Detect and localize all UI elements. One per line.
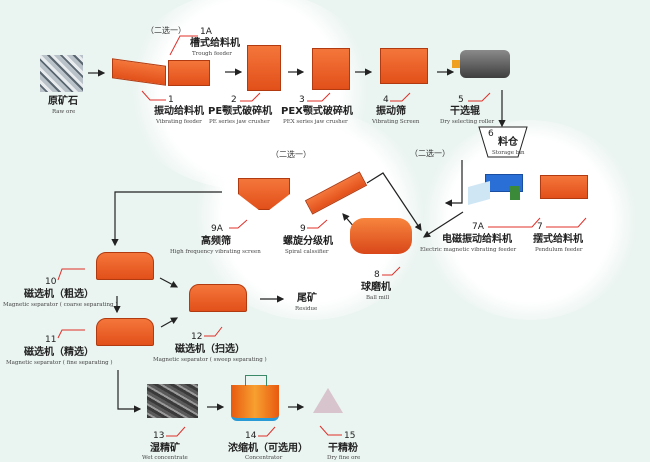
dry-fine-ore-en: Dry fine ore (327, 455, 361, 461)
node-number: 5 (458, 95, 464, 105)
magnetic-separator-fine (96, 318, 154, 346)
residue-label: 尾矿 (297, 293, 317, 304)
trough-feeder-label: 槽式给料机 (190, 38, 240, 49)
control-box (510, 186, 520, 200)
residue-en: Residue (295, 306, 318, 312)
high-frequency-screen-en: High frequency vibrating screen (170, 249, 261, 255)
roller-shaft (452, 60, 460, 68)
node-number: 9A (211, 224, 223, 234)
choice-label: （二选一） (146, 26, 186, 35)
dry-fine-ore-pile (313, 388, 343, 413)
node-number: 6 (488, 129, 494, 139)
wet-concentrate-image (147, 384, 198, 418)
magnetic-separator-coarse-label: 磁选机（粗选） (24, 289, 94, 300)
node-number: 13 (153, 431, 165, 441)
raw-ore-label: 原矿石 (48, 96, 78, 107)
node-number: 1A (200, 27, 212, 37)
magnetic-separator-fine-en: Magnetic separator ( fine separating ) (6, 360, 113, 366)
concentrator-label: 浓缩机（可选用） (228, 443, 308, 454)
vibrating-feeder-en: Vibrating feeder (156, 119, 202, 125)
spiral-classifier-label: 螺旋分级机 (283, 236, 333, 247)
node-number: 1 (168, 95, 174, 105)
trough-feeder-en: Trough feeder (192, 51, 232, 57)
node-number: 9 (300, 224, 306, 234)
concentrator-frame (245, 375, 267, 386)
raw-ore-en: Raw ore (52, 109, 76, 115)
node-number: 2 (231, 95, 237, 105)
magnetic-separator-sweep-en: Magnetic separator ( sweep separating ) (153, 357, 267, 363)
pe-jaw-crusher-en: PE series jaw crusher (209, 119, 270, 125)
magnetic-separator-coarse-en: Magnetic separator ( coarse separating ) (3, 302, 118, 308)
pe-jaw-crusher-label: PE颚式破碎机 (208, 106, 273, 117)
ball-mill-machine (350, 218, 412, 254)
spiral-classifier-en: Spiral calssifier (285, 249, 329, 255)
node-number: 14 (245, 431, 257, 441)
ball-mill-en: Ball mill (366, 295, 390, 301)
choice-label: （二选一） (410, 149, 450, 158)
storage-bin-shape (478, 126, 528, 158)
pendulum-feeder-label: 摆式给料机 (533, 234, 583, 245)
pex-jaw-crusher-en: PEX series jaw crusher (283, 119, 348, 125)
dry-selecting-roller-machine (460, 50, 510, 78)
pendulum-feeder-machine (540, 175, 588, 199)
concentrator-en: Concentrator (245, 455, 283, 461)
electric-magnetic-feeder-en: Electric magnetic vibrating feeder (420, 247, 517, 253)
magnetic-separator-coarse (96, 252, 154, 280)
magnetic-separator-fine-label: 磁选机（精选） (24, 347, 94, 358)
node-number: 7 (537, 222, 543, 232)
node-number: 12 (191, 332, 203, 342)
magnetic-separator-sweep-label: 磁选机（扫选） (175, 344, 245, 355)
vibrating-screen-machine (380, 48, 428, 84)
pex-jaw-crusher-label: PEX颚式破碎机 (281, 106, 353, 117)
choice-label: （二选一） (271, 150, 311, 159)
dry-fine-ore-label: 干精粉 (328, 443, 358, 454)
dry-selecting-roller-en: Dry selecting roller (440, 119, 495, 125)
electric-magnetic-feeder-label: 电磁振动给料机 (442, 234, 512, 245)
node-number: 4 (383, 95, 389, 105)
storage-bin-label: 料仓 (498, 137, 518, 148)
raw-ore-image (40, 55, 83, 92)
node-number: 10 (45, 277, 57, 287)
node-number: 7A (472, 222, 484, 232)
pex-jaw-crusher-machine (312, 48, 350, 90)
node-number: 8 (374, 270, 380, 280)
pendulum-feeder-en: Pendulum feeder (535, 247, 583, 253)
node-number: 3 (299, 95, 305, 105)
magnetic-separator-sweep (189, 284, 247, 312)
trough-feeder-machine (168, 60, 210, 86)
vibrating-screen-en: Vibrating Screen (372, 119, 420, 125)
storage-bin-en: Storage bin (492, 150, 525, 156)
pe-jaw-crusher-machine (247, 45, 281, 91)
concentrator-tank (231, 385, 279, 421)
vibrating-feeder-label: 振动给料机 (154, 106, 204, 117)
vibrating-screen-label: 振动筛 (376, 106, 406, 117)
wet-concentrate-en: Wet concentrate (142, 455, 188, 461)
node-number: 11 (45, 335, 57, 345)
dry-selecting-roller-label: 干选辊 (450, 106, 480, 117)
node-number: 15 (344, 431, 356, 441)
high-frequency-screen-label: 高频筛 (201, 236, 231, 247)
leader-lines (57, 35, 587, 437)
wet-concentrate-label: 湿精矿 (150, 443, 180, 454)
ball-mill-label: 球磨机 (361, 282, 391, 293)
